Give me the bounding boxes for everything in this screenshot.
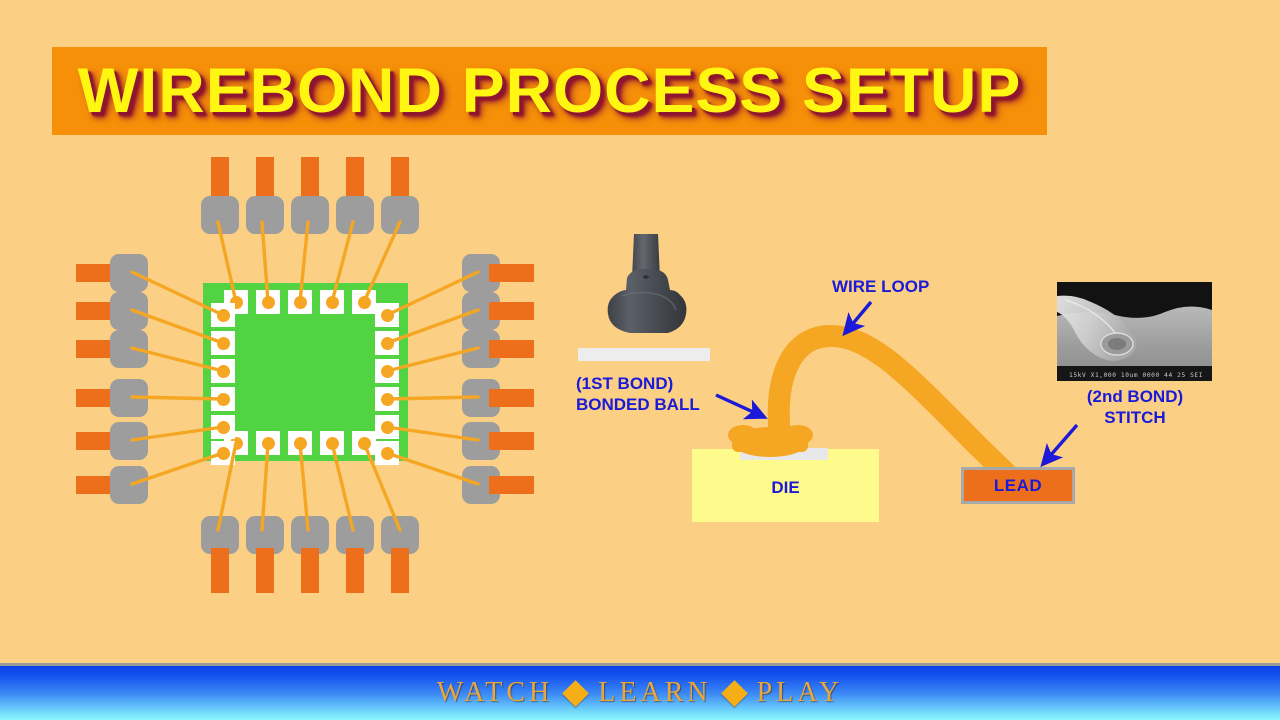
lead-bar-left-1 — [76, 264, 121, 282]
lead-bar-top-4 — [346, 157, 364, 202]
bond-wires — [130, 220, 480, 532]
diamond-icon — [720, 679, 748, 707]
lead-bar-left-6 — [76, 476, 121, 494]
lead-bar-left-3 — [76, 340, 121, 358]
lead-pad-bottom-3 — [291, 516, 329, 554]
page-title: WIREBOND PROCESS SETUP — [77, 56, 1022, 126]
bonded-ball-sem-photo — [607, 234, 687, 333]
lead-bar-top-3 — [301, 157, 319, 202]
lead-pad-top-5 — [381, 196, 419, 234]
leadframe-package-diagram — [70, 150, 540, 600]
lead-pad-top-2 — [246, 196, 284, 234]
diamond-icon — [562, 679, 590, 707]
sem-caption: 15kV X1,000 10um 0000 44 25 SEI — [1069, 372, 1203, 379]
callout-first-bond: (1ST BOND) BONDED BALL — [576, 373, 700, 415]
footer-divider — [0, 663, 1280, 666]
lead-pad-bottom-5 — [381, 516, 419, 554]
lead-bar-right-4 — [489, 389, 534, 407]
lead-bar-right-5 — [489, 432, 534, 450]
lead-bar-right-2 — [489, 302, 534, 320]
lead-bar-bottom-3 — [301, 548, 319, 593]
lead-pad-top-3 — [291, 196, 329, 234]
lead-pad-left-1 — [110, 254, 148, 292]
lead-pad-top-4 — [336, 196, 374, 234]
callout-first-bond-line2: BONDED BALL — [576, 395, 700, 414]
lead-bar-bottom-5 — [391, 548, 409, 593]
lead-bar-bottom-1 — [211, 548, 229, 593]
lead-box: LEAD — [961, 467, 1075, 504]
title-banner: WIREBOND PROCESS SETUP — [52, 47, 1047, 135]
lead-bar-left-4 — [76, 389, 121, 407]
lead-pad-left-2 — [110, 292, 148, 330]
bonded-ball-substrate-bar — [578, 348, 710, 361]
lead-bar-bottom-2 — [256, 548, 274, 593]
lead-bar-bottom-4 — [346, 548, 364, 593]
lead-label: LEAD — [993, 475, 1043, 495]
callout-wire-loop: WIRE LOOP — [832, 276, 929, 297]
lead-bar-right-6 — [489, 476, 534, 494]
stitch-bond-sem-photo: 15kV X1,000 10um 0000 44 25 SEI — [1057, 282, 1212, 381]
lead-bar-top-2 — [256, 157, 274, 202]
lead-pad-bottom-4 — [336, 516, 374, 554]
wire-loop-graphic — [728, 324, 1019, 486]
lead-bar-top-1 — [211, 157, 229, 202]
footer-word-play: PLAY — [756, 677, 844, 708]
footer-tagline: WATCH LEARN PLAY — [437, 677, 843, 709]
callout-second-bond: (2nd BOND) STITCH — [1061, 386, 1209, 428]
lead-bar-left-5 — [76, 432, 121, 450]
footer-banner: WATCH LEARN PLAY — [0, 666, 1280, 720]
callout-second-bond-line1: (2nd BOND) — [1086, 387, 1184, 406]
callout-wire-loop-label: WIRE LOOP — [832, 277, 930, 296]
die-block — [692, 449, 879, 522]
lead-bar-left-2 — [76, 302, 121, 320]
callout-second-bond-line2: STITCH — [1104, 408, 1166, 427]
die-label: DIE — [771, 478, 800, 497]
lead-pad-bottom-2 — [246, 516, 284, 554]
lead-pad-left-6 — [110, 466, 148, 504]
lead-bar-right-1 — [489, 264, 534, 282]
footer-word-learn: LEARN — [598, 677, 712, 708]
lead-bar-right-3 — [489, 340, 534, 358]
footer-word-watch: WATCH — [436, 677, 554, 708]
lead-bar-top-5 — [391, 157, 409, 202]
lead-pad-left-5 — [110, 422, 148, 460]
callout-first-bond-line1: (1ST BOND) — [576, 374, 674, 393]
